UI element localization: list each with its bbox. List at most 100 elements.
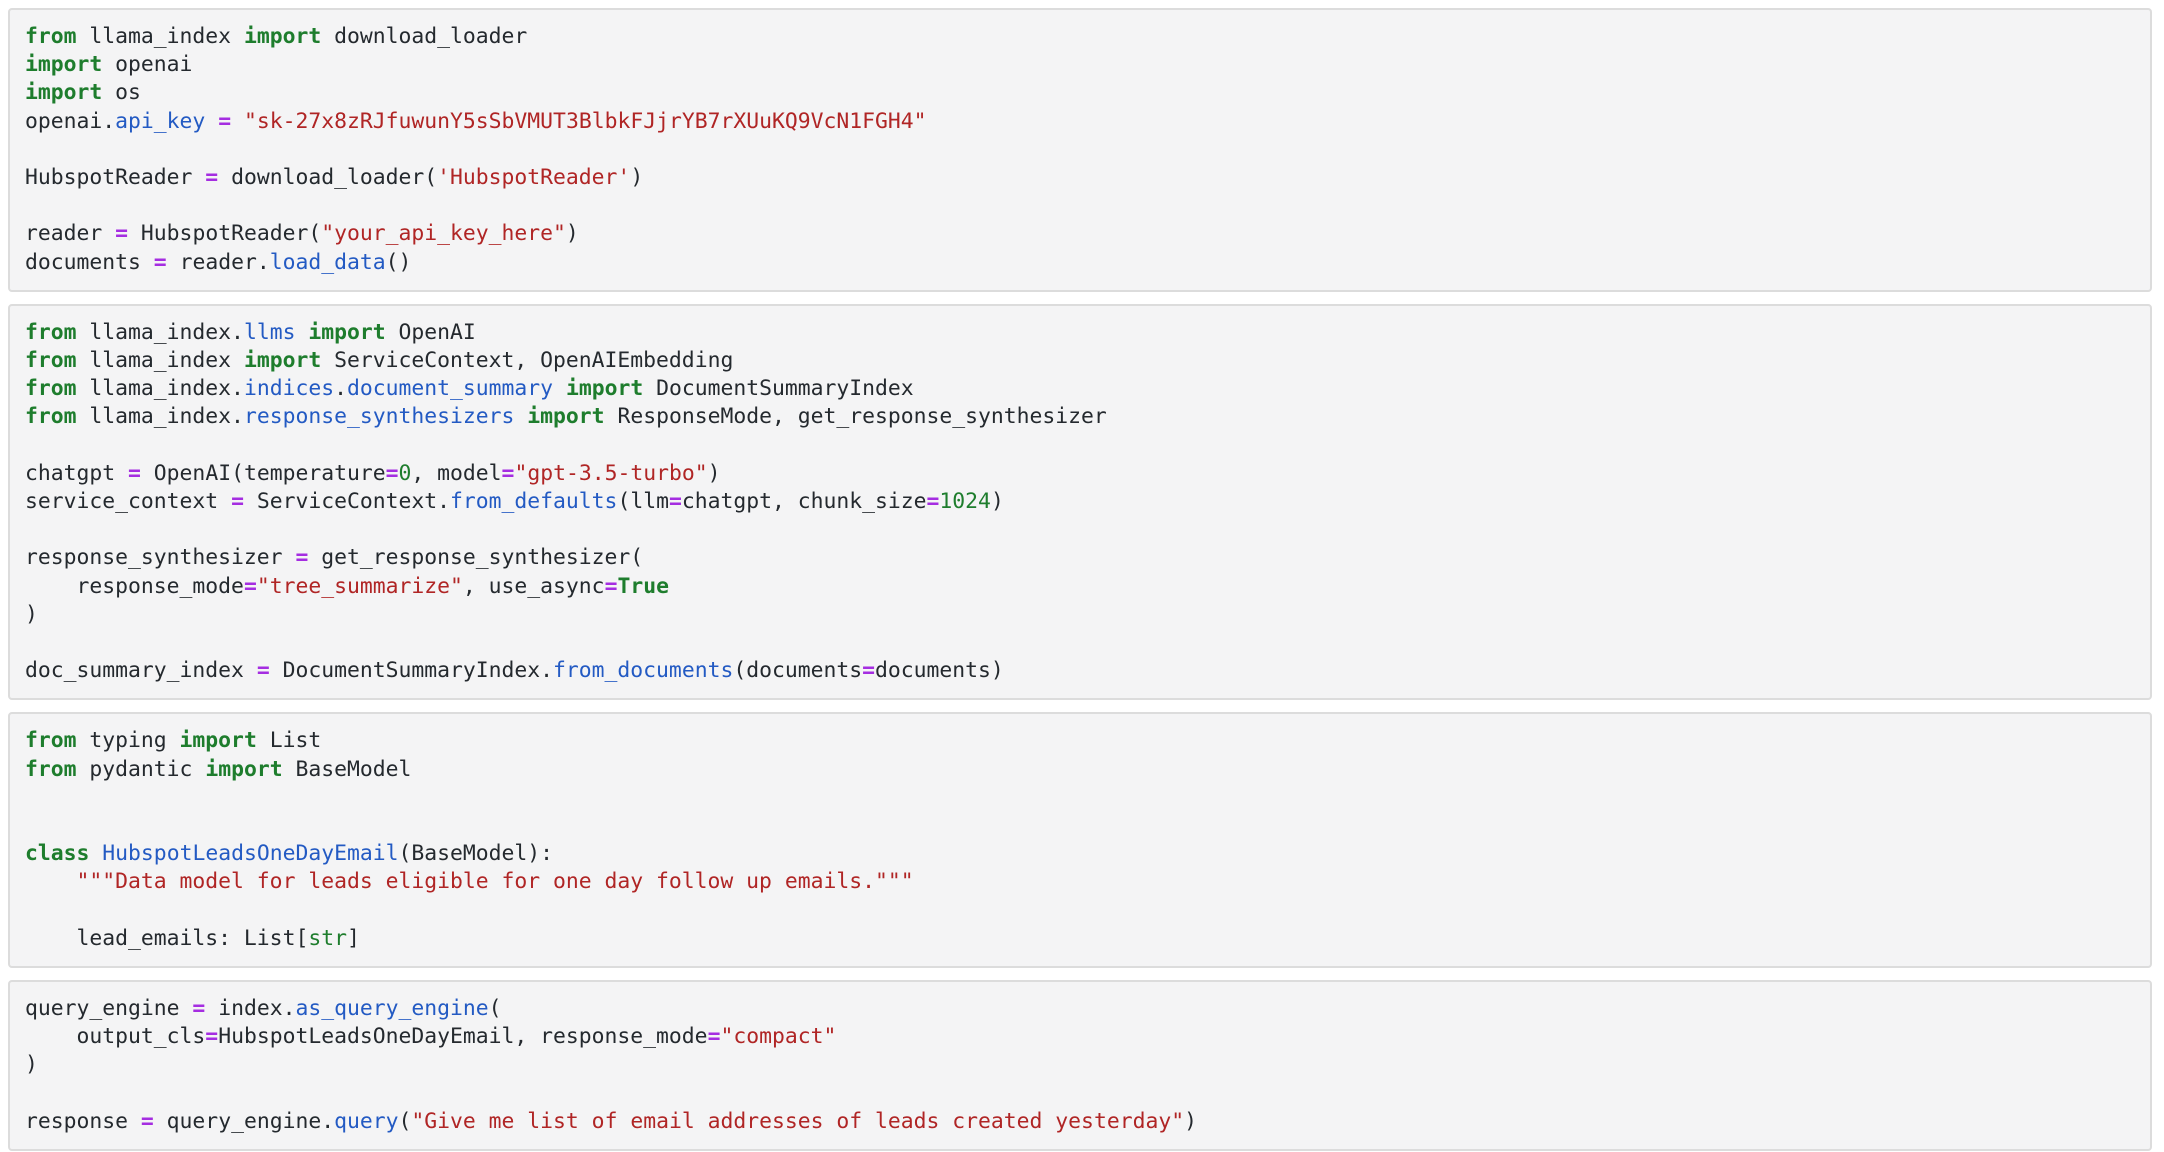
code-line — [25, 192, 2135, 220]
code-token-operator-bold-purple: = — [604, 573, 618, 599]
code-token-string-red: "sk-27x8zRJfuwunY5sSbVMUT3BlbkFJjrYB7rXU… — [243, 108, 927, 134]
code-token-plain-text: openai. — [25, 108, 116, 134]
code-token-plain-text: doc_summary_index — [25, 658, 257, 684]
code-token-operator-bold-purple: = — [243, 573, 257, 599]
code-token-plain-text: download_loader — [321, 24, 528, 49]
code-token-plain-text: ) — [990, 489, 1004, 514]
code-token-plain-text — [89, 841, 102, 866]
code-token-plain-text — [205, 109, 218, 134]
code-token-plain-text: ) — [1184, 1108, 1197, 1134]
code-token-keyword-bold-green: import — [243, 348, 322, 373]
code-token-operator-bold-purple: = — [256, 658, 270, 684]
code-line — [25, 1080, 2135, 1108]
code-line: HubspotReader = download_loader('Hubspot… — [25, 164, 2135, 192]
code-line: from llama_index.llms import OpenAI — [25, 319, 2135, 347]
code-token-keyword-bold-green: import — [308, 319, 386, 345]
code-token-plain-text: llama_index — [76, 348, 244, 373]
code-token-plain-text: llama_index. — [76, 376, 244, 402]
code-token-plain-text: ) — [565, 221, 579, 247]
code-line: from llama_index import ServiceContext, … — [25, 347, 2135, 375]
code-token-keyword-bold-green: import — [179, 728, 257, 754]
code-token-plain-text: llama_index. — [76, 404, 244, 430]
code-token-keyword-bold-green: True — [617, 573, 669, 599]
code-token-attribute-or-function-blue: query — [334, 1108, 399, 1134]
code-token-plain-text: download_loader( — [218, 165, 438, 190]
code-token-operator-bold-purple: = — [205, 165, 219, 190]
code-token-plain-text: OpenAI — [385, 319, 476, 345]
code-token-plain-text: BaseModel — [282, 756, 412, 782]
code-line: response_synthesizer = get_response_synt… — [25, 544, 2135, 572]
code-token-keyword-bold-green: from — [25, 404, 77, 430]
code-token-plain-text: List — [256, 728, 322, 754]
code-token-operator-bold-purple: = — [668, 489, 682, 514]
code-token-keyword-bold-green: from — [25, 376, 77, 402]
code-token-keyword-bold-green: import — [243, 24, 322, 49]
code-token-plain-text: . — [334, 376, 347, 402]
code-token-operator-bold-purple: = — [218, 108, 232, 134]
code-token-plain-text — [514, 404, 527, 429]
code-token-attribute-or-function-blue: response_synthesizers — [243, 404, 515, 430]
code-token-plain-text: HubspotReader( — [128, 221, 322, 247]
code-line: query_engine = index.as_query_engine( — [25, 995, 2135, 1023]
code-token-operator-bold-purple: = — [707, 1024, 721, 1050]
code-token-plain-text: query_engine. — [153, 1108, 335, 1134]
code-token-attribute-or-function-blue: from_documents — [553, 658, 734, 684]
code-token-attribute-or-function-blue: as_query_engine — [295, 995, 489, 1021]
code-token-plain-text — [553, 376, 566, 401]
code-token-operator-bold-purple: = — [926, 489, 940, 514]
code-token-keyword-bold-green: import — [25, 80, 103, 106]
code-token-keyword-bold-green: import — [25, 52, 103, 78]
code-token-string-red: "your_api_key_here" — [321, 221, 566, 247]
code-token-plain-text: ) — [707, 460, 721, 486]
code-token-number-or-builtin-green: str — [308, 925, 347, 951]
code-token-plain-text: lead_emails: List[ — [25, 925, 309, 951]
code-line — [25, 812, 2135, 840]
code-token-operator-bold-purple: = — [295, 545, 309, 571]
code-line: from llama_index.indices.document_summar… — [25, 375, 2135, 403]
code-token-plain-text: documents — [25, 249, 154, 275]
code-token-plain-text: HubspotLeadsOneDayEmail, response_mode — [218, 1024, 708, 1050]
code-line — [25, 629, 2135, 657]
code-token-plain-text: query_engine — [25, 995, 193, 1021]
code-token-keyword-bold-green: import — [205, 756, 283, 782]
code-line: doc_summary_index = DocumentSummaryIndex… — [25, 657, 2135, 685]
code-line: ) — [25, 601, 2135, 629]
code-token-string-red: "Give me list of email addresses of lead… — [411, 1108, 1185, 1134]
code-token-keyword-bold-green: import — [565, 376, 644, 402]
code-token-plain-text: os — [102, 80, 141, 106]
code-line — [25, 432, 2135, 460]
code-line — [25, 897, 2135, 925]
code-token-plain-text: ResponseMode, get_response_synthesizer — [604, 404, 1107, 430]
code-token-operator-bold-purple: = — [192, 995, 206, 1021]
code-token-plain-text: llama_index — [76, 24, 244, 49]
code-token-operator-bold-purple: = — [128, 460, 141, 486]
code-line: response_mode="tree_summarize", use_asyn… — [25, 573, 2135, 601]
code-token-attribute-or-function-blue: HubspotLeadsOneDayEmail — [102, 841, 399, 867]
code-line: reader = HubspotReader("your_api_key_her… — [25, 220, 2135, 248]
code-token-plain-text: response_synthesizer — [25, 545, 296, 571]
code-line: from pydantic import BaseModel — [25, 756, 2135, 784]
code-token-string-red: """Data model for leads eligible for one… — [25, 869, 914, 895]
code-line: lead_emails: List[str] — [25, 925, 2135, 953]
code-token-plain-text: ) — [25, 1052, 38, 1078]
code-token-plain-text: response_mode — [25, 573, 244, 599]
code-token-plain-text: reader. — [166, 249, 270, 275]
code-token-plain-text: chatgpt, chunk_size — [681, 489, 927, 514]
code-token-plain-text — [295, 320, 308, 345]
code-token-operator-bold-purple: = — [153, 249, 167, 275]
code-token-plain-text: (documents — [733, 658, 863, 684]
code-token-string-red: "compact" — [720, 1024, 837, 1050]
code-token-attribute-or-function-blue: indices — [243, 376, 335, 402]
code-token-operator-bold-purple: = — [231, 489, 244, 514]
code-line: """Data model for leads eligible for one… — [25, 868, 2135, 896]
code-token-plain-text: ServiceContext. — [243, 489, 451, 514]
code-line: documents = reader.load_data() — [25, 249, 2135, 277]
code-line: from llama_index import download_loader — [25, 23, 2135, 51]
code-token-plain-text: (BaseModel): — [398, 841, 554, 867]
code-token-plain-text: , model — [411, 460, 502, 486]
code-token-plain-text: ( — [398, 1108, 412, 1134]
code-line: ) — [25, 1051, 2135, 1079]
code-token-attribute-or-function-blue: from_defaults — [450, 489, 618, 514]
code-token-plain-text: output_cls — [25, 1024, 206, 1050]
code-token-plain-text: index. — [205, 995, 296, 1021]
